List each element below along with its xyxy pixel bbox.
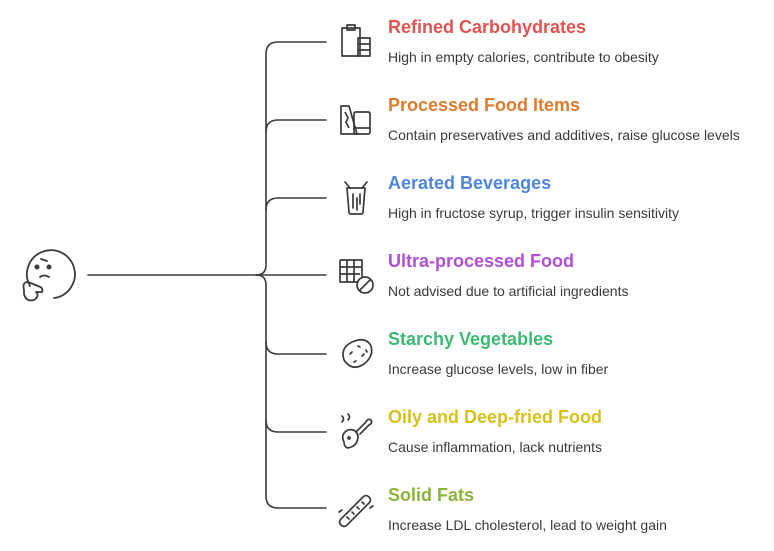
item-title: Refined Carbohydrates — [388, 17, 587, 37]
item-description: Increase LDL cholesterol, lead to weight… — [388, 517, 667, 533]
item-title: Ultra-processed Food — [388, 251, 575, 271]
item-description: Cause inflammation, lack nutrients — [388, 439, 602, 455]
item-description: High in empty calories, contribute to ob… — [388, 49, 659, 65]
branch-connector-7 — [265, 419, 327, 433]
branch-connector-3 — [265, 197, 327, 211]
item-title: Solid Fats — [388, 485, 475, 505]
item-oily-deep-fried-food: Oily and Deep-fried Food Cause inflammat… — [388, 406, 772, 456]
branch-connector-2 — [265, 119, 327, 133]
thinking-face-icon — [14, 244, 76, 306]
item-aerated-beverages: Aerated Beverages High in fructose syrup… — [388, 172, 772, 222]
branch-connector-6 — [265, 341, 327, 355]
item-title: Aerated Beverages — [388, 173, 552, 193]
item-starchy-vegetables: Starchy Vegetables Increase glucose leve… — [388, 328, 772, 378]
butter-stick-icon — [336, 490, 376, 530]
item-refined-carbohydrates: Refined Carbohydrates High in empty calo… — [388, 16, 772, 66]
packaged-food-icon — [336, 100, 376, 140]
item-processed-food-items: Processed Food Items Contain preservativ… — [388, 94, 772, 144]
item-description: Increase glucose levels, low in fiber — [388, 361, 609, 377]
branch-connector-1 — [255, 41, 327, 276]
prohibited-grid-icon — [336, 256, 376, 296]
item-description: Contain preservatives and additives, rai… — [388, 127, 740, 143]
item-title: Starchy Vegetables — [388, 329, 554, 349]
fried-drumstick-icon — [336, 412, 376, 452]
fizzy-can-icon — [336, 178, 376, 218]
branch-connector-5 — [255, 274, 327, 509]
item-title: Processed Food Items — [388, 95, 581, 115]
item-description: Not advised due to artificial ingredient… — [388, 283, 629, 299]
potato-icon — [336, 334, 376, 374]
item-solid-fats: Solid Fats Increase LDL cholesterol, lea… — [388, 484, 772, 534]
clipboard-grid-icon — [336, 22, 376, 62]
item-description: High in fructose syrup, trigger insulin … — [388, 205, 680, 221]
item-title: Oily and Deep-fried Food — [388, 407, 603, 427]
item-ultra-processed-food: Ultra-processed Food Not advised due to … — [388, 250, 772, 300]
